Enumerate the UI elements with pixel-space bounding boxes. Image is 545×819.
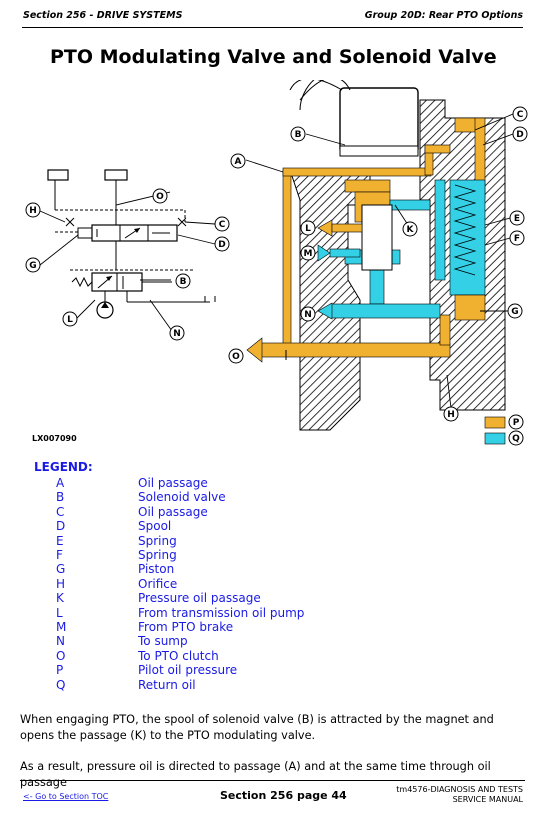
schematic-callout-N-label: N — [173, 329, 181, 339]
callout-F-label: F — [514, 234, 520, 244]
valve-cross-section — [246, 80, 506, 431]
leader-lines — [39, 113, 514, 409]
legend-label: From PTO brake — [138, 620, 234, 634]
legend-label: Oil passage — [138, 476, 208, 490]
schematic-callout-G-label: G — [29, 261, 36, 271]
callout-N-label: N — [304, 310, 312, 320]
schematic-callout-H-label: H — [29, 206, 37, 216]
legend-key: D — [56, 519, 66, 534]
legend-label: To PTO clutch — [138, 648, 219, 663]
callout-Q-label: Q — [512, 434, 520, 444]
legend-key: P — [56, 663, 64, 678]
legend-key: K — [56, 591, 64, 606]
callout-B-label: B — [295, 130, 302, 140]
body-paragraph-1: When engaging PTO, the spool of solenoid… — [20, 713, 494, 742]
callout-H: H — [443, 406, 459, 422]
callout-P: P — [508, 414, 524, 430]
legend-label: Solenoid valve — [138, 490, 226, 505]
schematic-callout-O: O — [152, 188, 168, 204]
go-to-section-toc-link[interactable]: <- Go to Section TOC — [23, 792, 109, 801]
valve-diagram: A B C D E F G H K L M N O P Q O H C D G … — [25, 80, 528, 446]
legend-label: Orifice — [138, 576, 178, 591]
callout-O: O — [228, 348, 244, 364]
legend-key: A — [56, 476, 65, 490]
legend-label: To sump — [138, 634, 188, 649]
callout-P-label: P — [513, 418, 520, 428]
legend-label: Pilot oil pressure — [138, 663, 238, 678]
callout-N: N — [300, 306, 316, 322]
callout-G: G — [507, 303, 523, 319]
legend-label: Spool — [138, 519, 172, 534]
legend-key: F — [56, 548, 63, 562]
callout-G-label: G — [511, 307, 518, 317]
schematic-callout-C-label: C — [219, 220, 226, 230]
schematic-callout-O-label: O — [156, 192, 164, 202]
legend-key: Q — [56, 677, 66, 692]
schematic-callout-N: N — [169, 325, 185, 341]
page-number: Section 256 page 44 — [220, 789, 347, 802]
callout-E: E — [509, 210, 525, 226]
legend-label: Spring — [138, 548, 177, 562]
legend-label: Return oil — [138, 677, 196, 692]
legend-key: B — [56, 490, 65, 505]
figure-code: LX007090 — [32, 434, 77, 443]
callout-D: D — [512, 126, 528, 142]
callout-A: A — [230, 153, 246, 169]
group-header: Group 20D: Rear PTO Options — [364, 10, 523, 21]
schematic-callout-B: B — [175, 273, 191, 289]
callout-D-label: D — [516, 130, 523, 140]
legend-key: N — [56, 634, 65, 649]
schematic-callout-G: G — [25, 257, 41, 273]
footer-rule — [20, 780, 525, 781]
callout-F: F — [509, 230, 525, 246]
body-paragraph-2: As a result, pressure oil is directed to… — [20, 760, 491, 789]
schematic-callout-L: L — [62, 311, 78, 327]
schematic-callout-D: D — [214, 236, 230, 252]
schematic-callout-C: C — [214, 216, 230, 232]
callout-K-label: K — [407, 225, 415, 235]
callout-O-label: O — [232, 352, 240, 362]
legend-label: From transmission oil pump — [138, 605, 305, 620]
callout-M-label: M — [304, 249, 313, 259]
legend-label: Piston — [138, 562, 175, 577]
manual-line-1: tm4576-DIAGNOSIS AND TESTS — [396, 785, 523, 794]
callout-C: C — [512, 106, 528, 122]
legend-key: G — [56, 562, 66, 577]
callout-Q: Q — [508, 430, 524, 446]
legend-key: O — [56, 648, 66, 663]
callout-L: L — [300, 220, 316, 236]
legend-key: M — [56, 620, 67, 634]
callout-K: K — [402, 221, 418, 237]
hydraulic-schematic — [47, 169, 216, 319]
callout-L-label: L — [305, 224, 311, 234]
schematic-callout-H: H — [25, 202, 41, 218]
callout-H-label: H — [447, 410, 455, 420]
schematic-callout-D-label: D — [218, 240, 225, 250]
legend-key: C — [56, 504, 65, 519]
pressure-legend-swatches — [484, 416, 506, 445]
callout-M: M — [300, 245, 316, 261]
page-title: PTO Modulating Valve and Solenoid Valve — [50, 46, 497, 68]
callout-B: B — [290, 126, 306, 142]
legend-key: H — [56, 576, 66, 591]
legend-key: E — [56, 533, 64, 548]
legend-title: LEGEND: — [34, 460, 93, 474]
callout-C-label: C — [517, 110, 524, 120]
legend-key: L — [56, 605, 63, 620]
legend-label: Spring — [138, 533, 177, 548]
manual-line-2: SERVICE MANUAL — [452, 795, 523, 804]
legend-label: Oil passage — [138, 504, 208, 519]
header-rule — [22, 27, 523, 28]
schematic-callout-L-label: L — [67, 315, 73, 325]
manual-name: tm4576-DIAGNOSIS AND TESTS SERVICE MANUA… — [396, 785, 523, 805]
callout-A-label: A — [235, 157, 242, 167]
schematic-callout-B-label: B — [180, 277, 187, 287]
diagram-callouts: A B C D E F G H K L M N O P Q O H C D G … — [25, 106, 528, 446]
section-header: Section 256 - DRIVE SYSTEMS — [23, 10, 183, 21]
callout-E-label: E — [514, 214, 520, 224]
legend-label: Pressure oil passage — [138, 591, 261, 606]
